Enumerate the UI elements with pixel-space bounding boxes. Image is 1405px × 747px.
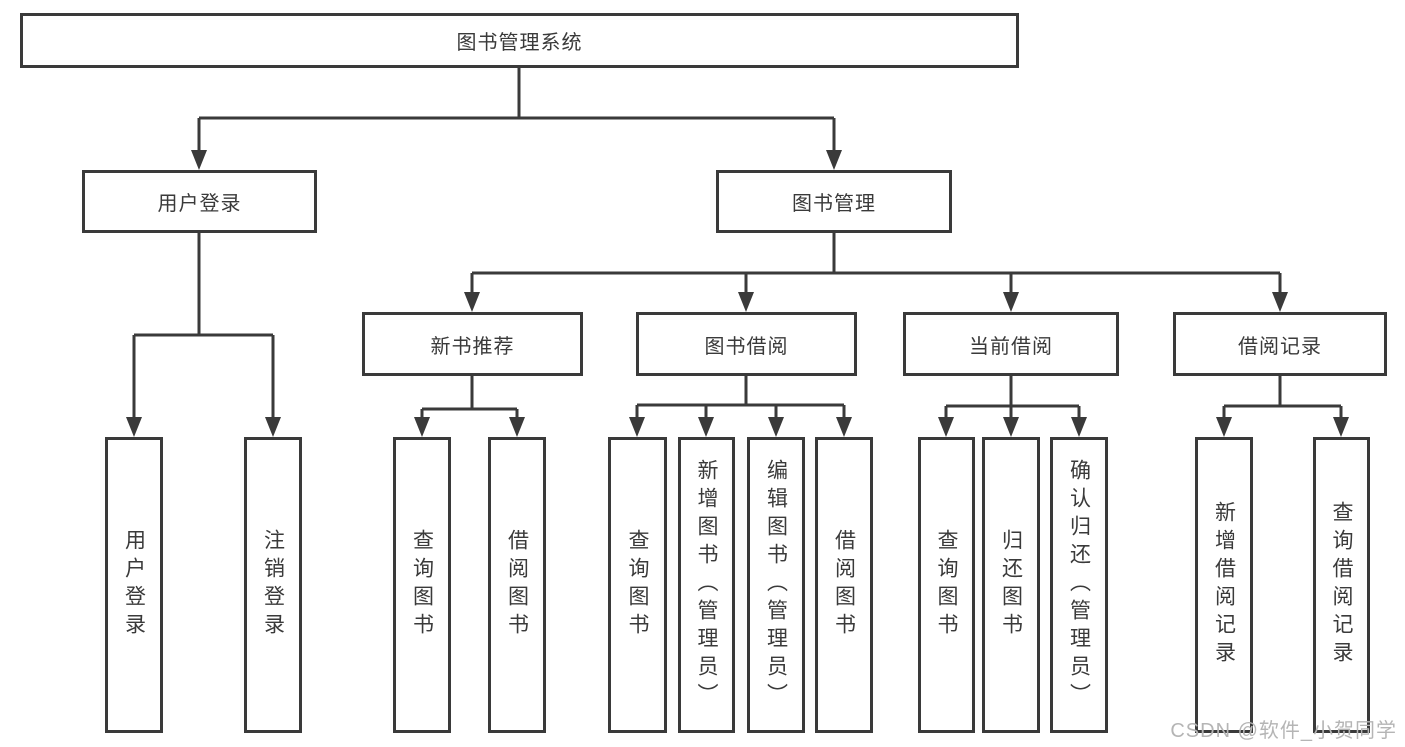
leaf-current-query-books: 查询图书 bbox=[918, 437, 975, 733]
leaf-current-return-books-label: 归还图书 bbox=[999, 529, 1023, 641]
leaf-recommend-query-books-label: 查询图书 bbox=[410, 529, 434, 641]
connector-root-to-level2 bbox=[191, 68, 842, 170]
leaf-borrow-edit-books-admin-label: 编辑图书（管理员） bbox=[764, 459, 788, 711]
connector-new-book-group bbox=[414, 376, 525, 437]
connector-borrow-records-group bbox=[1216, 376, 1349, 437]
leaf-current-query-books-label: 查询图书 bbox=[935, 529, 958, 641]
leaf-user-login: 用户登录 bbox=[105, 437, 163, 733]
leaf-borrow-add-books-admin: 新增图书（管理员） bbox=[678, 437, 735, 733]
leaf-recommend-borrow-books: 借阅图书 bbox=[488, 437, 546, 733]
node-current-borrow: 当前借阅 bbox=[903, 312, 1119, 376]
connector-current-borrow-group bbox=[938, 376, 1087, 437]
leaf-current-return-books: 归还图书 bbox=[982, 437, 1040, 733]
node-new-book-recommend: 新书推荐 bbox=[362, 312, 583, 376]
node-book-borrow-label: 图书借阅 bbox=[704, 335, 789, 358]
leaf-borrow-borrow-books-label: 借阅图书 bbox=[832, 529, 856, 641]
leaf-borrow-query-books-label: 查询图书 bbox=[626, 529, 649, 641]
node-book-management-label: 图书管理 bbox=[792, 193, 876, 215]
node-user-login-label: 用户登录 bbox=[157, 193, 242, 215]
leaf-records-query-record: 查询借阅记录 bbox=[1313, 437, 1370, 733]
node-root-system-label: 图书管理系统 bbox=[456, 32, 583, 54]
leaf-borrow-edit-books-admin: 编辑图书（管理员） bbox=[747, 437, 805, 733]
connector-book-management-group bbox=[464, 233, 1288, 312]
leaf-logout-label: 注销登录 bbox=[261, 529, 285, 641]
leaf-records-query-record-label: 查询借阅记录 bbox=[1330, 501, 1353, 669]
node-book-management: 图书管理 bbox=[716, 170, 952, 233]
csdn-watermark: CSDN @软件_小贺同学 bbox=[1170, 720, 1397, 742]
leaf-current-confirm-return-admin-label: 确认归还（管理员） bbox=[1067, 459, 1091, 711]
leaf-records-add-record-label: 新增借阅记录 bbox=[1212, 501, 1236, 669]
node-user-login: 用户登录 bbox=[82, 170, 317, 233]
node-new-book-recommend-label: 新书推荐 bbox=[430, 335, 515, 358]
node-book-borrow: 图书借阅 bbox=[636, 312, 857, 376]
leaf-user-login-label: 用户登录 bbox=[122, 529, 146, 641]
leaf-records-add-record: 新增借阅记录 bbox=[1195, 437, 1253, 733]
leaf-current-confirm-return-admin: 确认归还（管理员） bbox=[1050, 437, 1108, 733]
leaf-logout: 注销登录 bbox=[244, 437, 302, 733]
leaf-recommend-query-books: 查询图书 bbox=[393, 437, 451, 733]
node-root-system: 图书管理系统 bbox=[20, 13, 1019, 68]
node-borrow-records: 借阅记录 bbox=[1173, 312, 1387, 376]
node-borrow-records-label: 借阅记录 bbox=[1238, 335, 1322, 358]
leaf-borrow-query-books: 查询图书 bbox=[608, 437, 667, 733]
connector-book-borrow-group bbox=[629, 376, 852, 437]
connector-user-login-group bbox=[126, 233, 281, 437]
node-current-borrow-label: 当前借阅 bbox=[969, 335, 1053, 358]
leaf-borrow-add-books-admin-label: 新增图书（管理员） bbox=[695, 459, 718, 711]
leaf-borrow-borrow-books: 借阅图书 bbox=[815, 437, 873, 733]
leaf-recommend-borrow-books-label: 借阅图书 bbox=[505, 529, 529, 641]
